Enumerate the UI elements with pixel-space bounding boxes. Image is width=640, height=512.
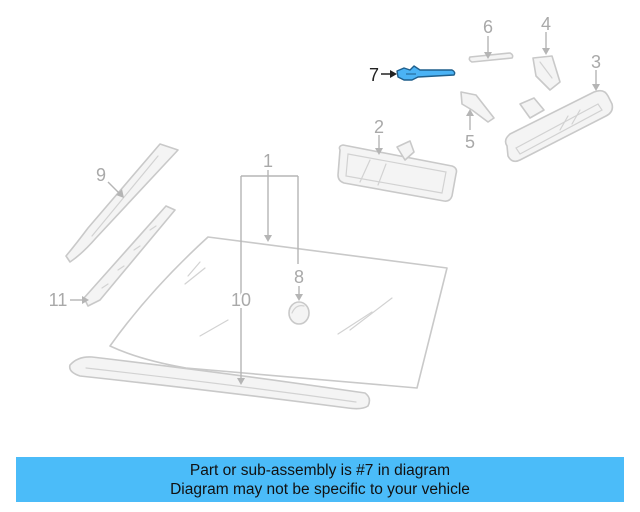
- leader-9: [107, 181, 124, 198]
- callout-2: 2: [374, 117, 384, 137]
- leader-5: [466, 109, 474, 130]
- leader-7: [381, 70, 397, 78]
- callout-3: 3: [591, 52, 601, 72]
- caption-line-1: Part or sub-assembly is #7 in diagram: [189, 462, 451, 479]
- callout-10: 10: [231, 290, 251, 310]
- callout-5: 5: [465, 132, 475, 152]
- leader-11: [70, 296, 89, 304]
- part-windshield: [109, 236, 448, 389]
- callout-4: 4: [541, 14, 551, 34]
- parts-diagram: 1 2 3 4 5 6 7 8 9 10 11: [49, 14, 614, 410]
- caption-banner: Part or sub-assembly is #7 in diagram Di…: [16, 457, 624, 502]
- callout-11: 11: [49, 290, 68, 310]
- part-mirror-large: [504, 89, 614, 163]
- part-sensor-pad: [288, 301, 310, 325]
- part-mirror-small: [337, 140, 458, 202]
- part-mount-cover: [532, 55, 561, 91]
- leader-1: [237, 170, 299, 385]
- part-cowl-molding: [68, 356, 371, 410]
- callout-6: 6: [483, 17, 493, 37]
- part-bracket: [460, 91, 495, 123]
- leader-2: [375, 135, 383, 155]
- part-wiring-harness-highlighted: [396, 65, 456, 81]
- leader-6: [484, 36, 492, 59]
- part-pillar-molding: [65, 143, 179, 263]
- part-clip-strip: [468, 52, 514, 63]
- leader-4: [542, 32, 550, 55]
- caption-line-2: Diagram may not be specific to your vehi…: [170, 481, 470, 498]
- callout-8: 8: [294, 267, 304, 287]
- callout-7: 7: [369, 65, 379, 85]
- callout-9: 9: [96, 165, 106, 185]
- callout-1: 1: [263, 151, 273, 171]
- leader-3: [592, 70, 600, 91]
- part-side-molding: [83, 205, 176, 307]
- leader-8: [295, 286, 303, 301]
